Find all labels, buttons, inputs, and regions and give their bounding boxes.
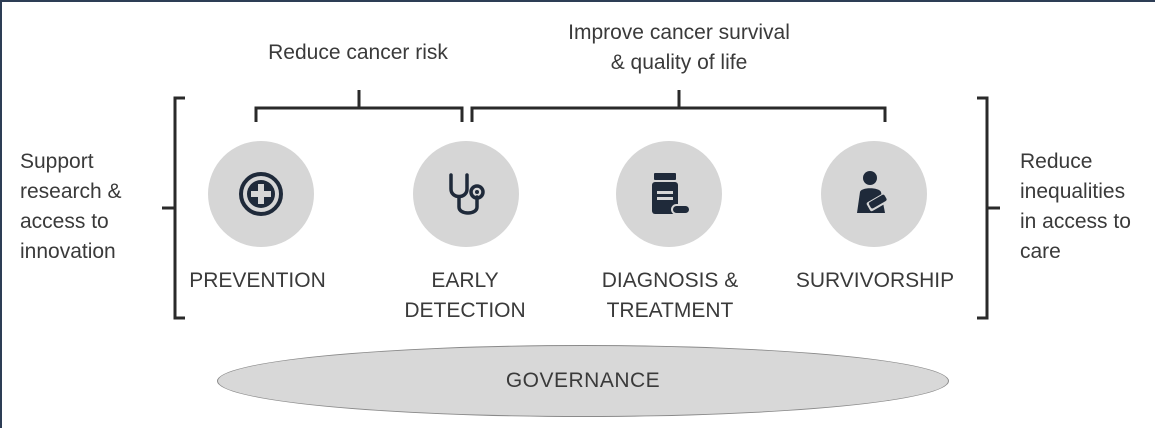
patient-icon (857, 171, 890, 213)
left-side-label: Support research & access to innovation (20, 150, 122, 263)
survivorship-circle (821, 141, 927, 247)
stage-label-prevention: PREVENTION (189, 269, 326, 292)
right-side-label: Reduce inequalities in access to care (1020, 150, 1131, 263)
early-detection-circle (413, 141, 519, 247)
improve-survival-label: Improve cancer survival & quality of lif… (568, 21, 790, 74)
stage-label-early-detection: EARLY DETECTION (404, 269, 526, 322)
stage-label-survivorship: SURVIVORSHIP (795, 269, 955, 292)
medicine-bottle-icon (652, 173, 691, 215)
diagnosis-circle (616, 141, 722, 247)
plus-circle-icon (239, 172, 283, 216)
right-bracket (977, 96, 989, 320)
reduce-risk-label: Reduce cancer risk (268, 41, 448, 64)
stage-label-diagnosis-treatment: DIAGNOSIS & TREATMENT (601, 269, 739, 322)
stethoscope-icon (449, 173, 485, 215)
governance-ellipse: GOVERNANCE (217, 345, 949, 417)
prevention-circle (208, 141, 314, 247)
reduce-risk-brace (254, 106, 464, 122)
improve-survival-brace (470, 106, 887, 122)
governance-label: GOVERNANCE (505, 369, 661, 392)
